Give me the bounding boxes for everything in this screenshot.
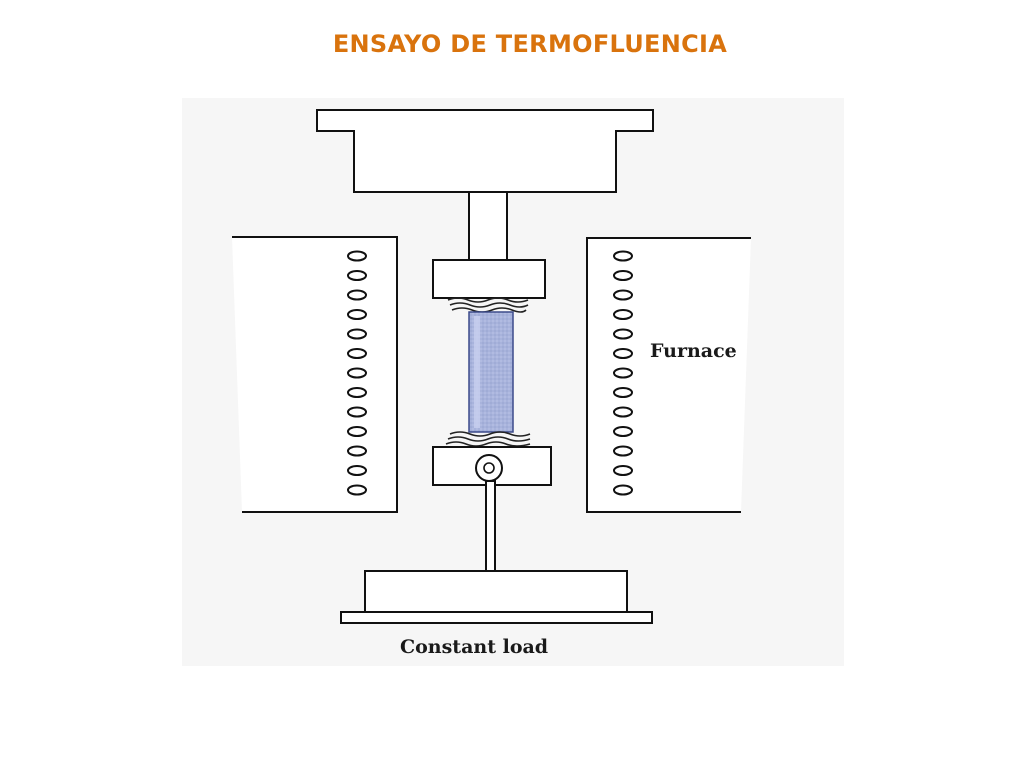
heating-coil-left-10 (347, 426, 367, 437)
lower-threads (445, 431, 531, 447)
load-weight (364, 570, 628, 613)
heating-coil-right-6 (613, 348, 633, 359)
specimen-highlight (474, 316, 480, 428)
heating-coil-right-13 (613, 484, 633, 496)
heating-coil-right-11 (613, 445, 633, 457)
heating-coil-right-1 (613, 250, 633, 262)
upper-grip (432, 259, 546, 299)
heating-coil-right-4 (613, 309, 633, 320)
heating-coil-left-1 (347, 250, 367, 262)
slide-title: ENSAYO DE TERMOFLUENCIA (332, 30, 728, 58)
lower-pull-rod (485, 480, 496, 572)
upper-pull-rod (468, 191, 508, 261)
heating-coil-left-12 (347, 465, 367, 476)
heating-coil-left-13 (347, 484, 367, 496)
heating-coil-right-2 (613, 270, 633, 281)
load-label: Constant load (400, 636, 548, 658)
heating-coil-right-10 (613, 426, 633, 437)
pin-eyelet-center (483, 462, 495, 474)
heating-coil-left-9 (347, 406, 367, 418)
furnace-left-wall (232, 236, 398, 513)
upper-crosshead (316, 109, 654, 193)
heating-coil-left-8 (347, 387, 367, 398)
furnace-label: Furnace (650, 340, 737, 362)
heating-coils-right (613, 250, 633, 496)
heating-coil-right-12 (613, 465, 633, 476)
heating-coil-right-9 (613, 406, 633, 418)
heating-coil-right-3 (613, 289, 633, 301)
heating-coil-right-5 (613, 328, 633, 340)
load-base (340, 611, 653, 624)
heating-coils-left (347, 250, 367, 496)
heating-coil-left-3 (347, 289, 367, 301)
heating-coil-left-2 (347, 270, 367, 281)
heating-coil-left-5 (347, 328, 367, 340)
heating-coil-left-6 (347, 348, 367, 359)
upper-threads (447, 297, 529, 313)
heating-coil-right-7 (613, 367, 633, 379)
heating-coil-left-11 (347, 445, 367, 457)
heating-coil-left-7 (347, 367, 367, 379)
furnace-right-wall (586, 237, 751, 513)
heating-coil-left-4 (347, 309, 367, 320)
heating-coil-right-8 (613, 387, 633, 398)
